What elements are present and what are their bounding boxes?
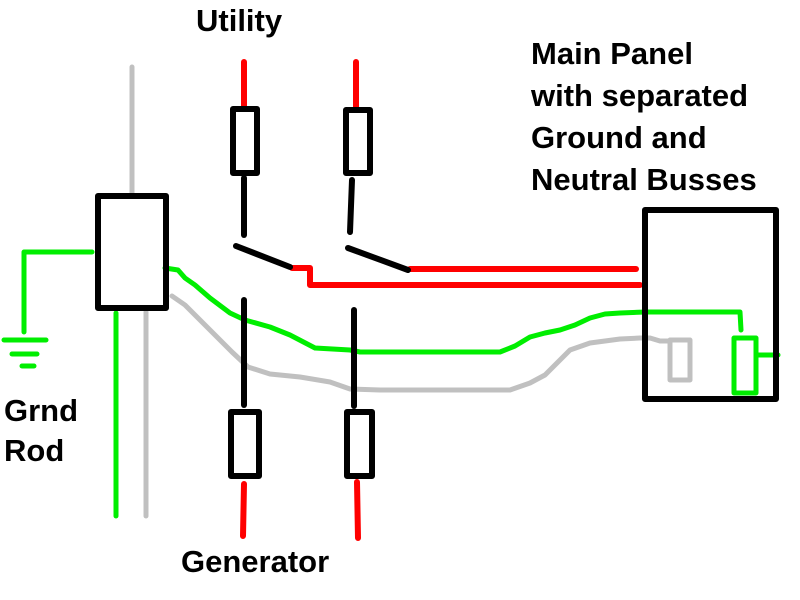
utility-fuse-1 <box>230 106 260 176</box>
generator-fuse-2 <box>344 409 375 479</box>
utility-lead-2 <box>347 177 355 235</box>
ground-rod-label-line: Rod <box>4 433 65 468</box>
load-hot-1 <box>289 265 643 288</box>
neutral-run-to-panel <box>169 293 673 393</box>
main-panel-label: Main Panel with separated Ground and Neu… <box>531 33 757 201</box>
generator-label: Generator <box>181 544 330 579</box>
switch-blade-1 <box>233 243 293 270</box>
generator-hot-2 <box>354 479 361 541</box>
neutral-bus <box>667 337 693 383</box>
ground-to-rod <box>21 249 95 335</box>
main-panel-label-line: Neutral Busses <box>531 162 757 197</box>
neutral-wires <box>129 64 693 519</box>
ground-run-to-panel <box>162 265 744 355</box>
main-panel-label-line: Main Panel <box>531 36 693 71</box>
ground-rod-label: Grnd Rod <box>4 391 78 471</box>
meter-box <box>95 193 169 311</box>
main-panel <box>642 207 779 402</box>
main-panel-label-line: with separated <box>531 78 749 113</box>
utility-label: Utility <box>196 3 283 38</box>
ground-rod-label-line: Grnd <box>4 393 79 428</box>
components <box>95 106 779 479</box>
generator-fuse-1 <box>228 409 262 479</box>
utility-fuse-2 <box>343 107 373 176</box>
ground-wires <box>1 249 781 519</box>
generator-hot-1 <box>240 481 247 539</box>
switch-blade-2 <box>345 245 411 273</box>
hot-wires <box>240 59 643 541</box>
ground-bus <box>731 335 759 396</box>
main-panel-label-line: Ground and <box>531 120 707 155</box>
